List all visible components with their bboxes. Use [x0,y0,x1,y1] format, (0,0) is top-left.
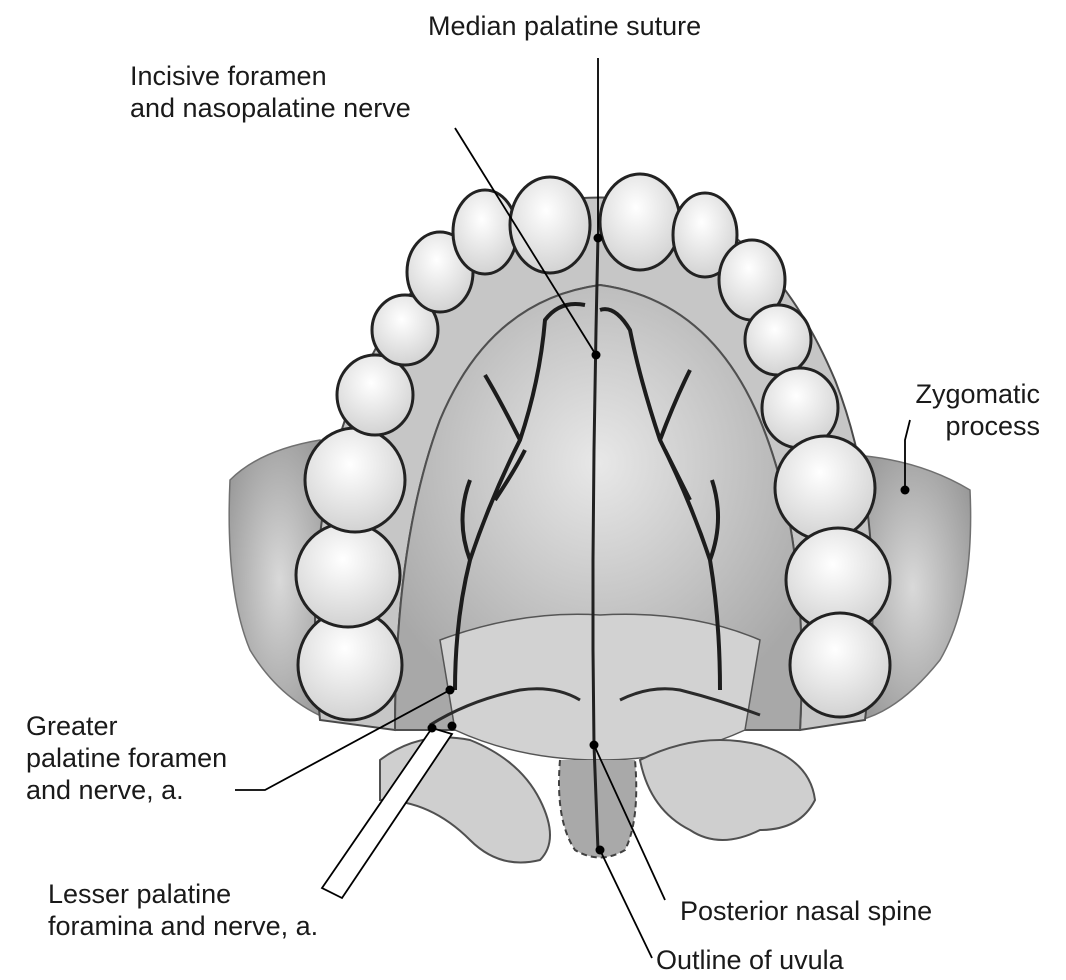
label-outline-of-uvula: Outline of uvula [656,944,844,976]
label-outline-of-uvula-text: Outline of uvula [656,944,844,976]
tooth-molar-r3 [790,613,890,717]
label-zygomatic-process: Zygomatic process [870,378,1040,442]
label-posterior-nasal-spine: Posterior nasal spine [680,895,932,927]
label-greater-palatine-line2: palatine foramen [26,742,227,774]
marker-median-suture [594,234,603,243]
label-median-palatine-suture: Median palatine suture [428,10,701,42]
marker-posterior-nasal-spine [590,741,599,750]
label-zygomatic-line2: process [870,410,1040,442]
marker-greater-palatine [446,686,455,695]
marker-zygomatic [901,486,910,495]
marker-outline-uvula [596,846,605,855]
tooth-lateral-incisor-l [453,190,517,274]
leader-outline-uvula [600,850,652,958]
label-incisive-foramen: Incisive foramen and nasopalatine nerve [130,60,411,124]
label-lesser-palatine-line2: foramina and nerve, a. [48,910,318,942]
tooth-central-incisor-l [510,177,590,273]
marker-incisive-foramen [592,351,601,360]
label-incisive-foramen-line1: Incisive foramen [130,60,411,92]
label-greater-palatine-line1: Greater [26,710,227,742]
tooth-molar-l2 [296,523,400,627]
label-lesser-palatine-line1: Lesser palatine [48,878,318,910]
marker-lesser-palatine-a [428,724,437,733]
label-greater-palatine-line3: and nerve, a. [26,774,227,806]
label-median-palatine-suture-text: Median palatine suture [428,10,701,42]
tooth-premolar-l2 [337,355,413,435]
tooth-molar-r1 [775,436,875,540]
label-incisive-foramen-line2: and nasopalatine nerve [130,92,411,124]
tooth-premolar-r1 [745,305,811,375]
tooth-molar-l1 [305,428,405,532]
label-lesser-palatine: Lesser palatine foramina and nerve, a. [48,878,318,942]
palatine-bone-plate [440,614,760,760]
label-zygomatic-line1: Zygomatic [870,378,1040,410]
marker-lesser-palatine-b [448,722,457,731]
tooth-central-incisor-r [600,174,680,270]
posterior-structures-right [640,740,815,840]
label-greater-palatine: Greater palatine foramen and nerve, a. [26,710,227,806]
label-posterior-nasal-spine-text: Posterior nasal spine [680,895,932,927]
